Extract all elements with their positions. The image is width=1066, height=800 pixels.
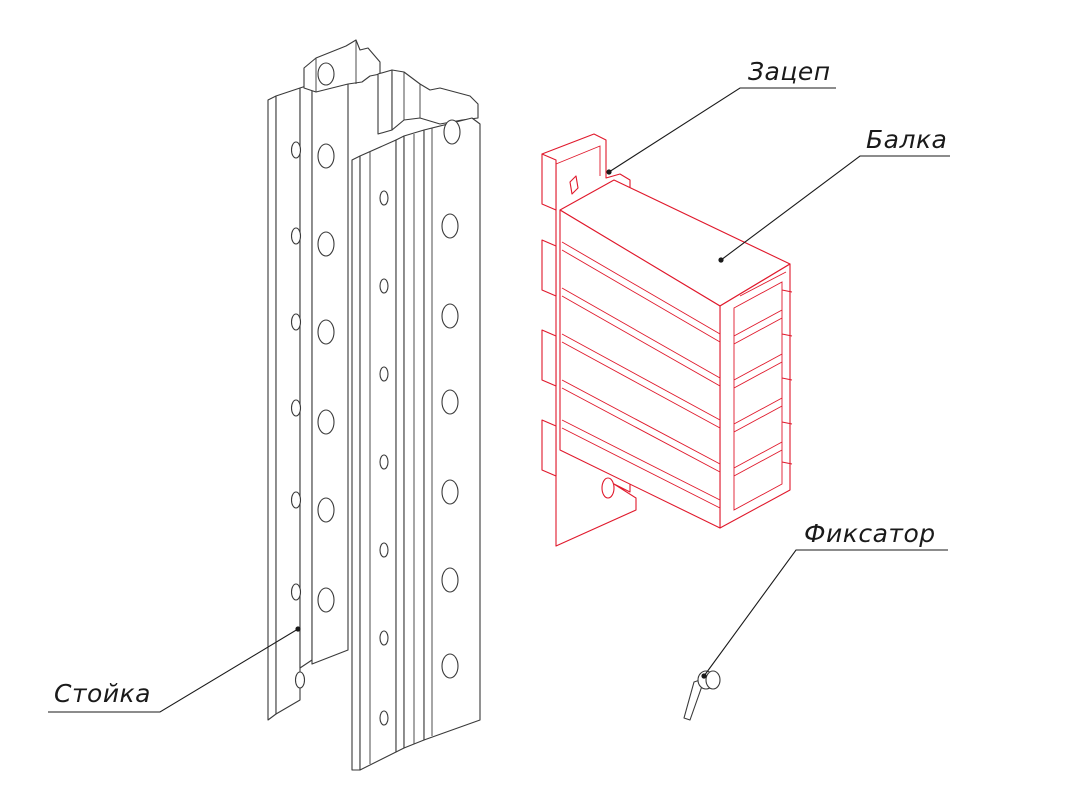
label-hook: Зацеп xyxy=(748,57,831,86)
callout-hook: Зацеп xyxy=(606,57,836,175)
callout-upright: Стойка xyxy=(48,626,301,713)
label-lock: Фиксатор xyxy=(804,519,936,548)
label-upright: Стойка xyxy=(54,679,151,708)
beam-body xyxy=(559,179,793,529)
label-beam: Балка xyxy=(866,125,947,154)
callout-lock: Фиксатор xyxy=(701,519,948,679)
callout-beam: Балка xyxy=(718,125,950,263)
upright-holes-front-small xyxy=(379,190,389,726)
lock-pin xyxy=(683,670,721,721)
upright-holes-middle xyxy=(317,62,335,613)
upright-holes-front-large xyxy=(441,119,461,679)
upright-post xyxy=(267,39,481,771)
upright-holes-back xyxy=(290,141,306,689)
